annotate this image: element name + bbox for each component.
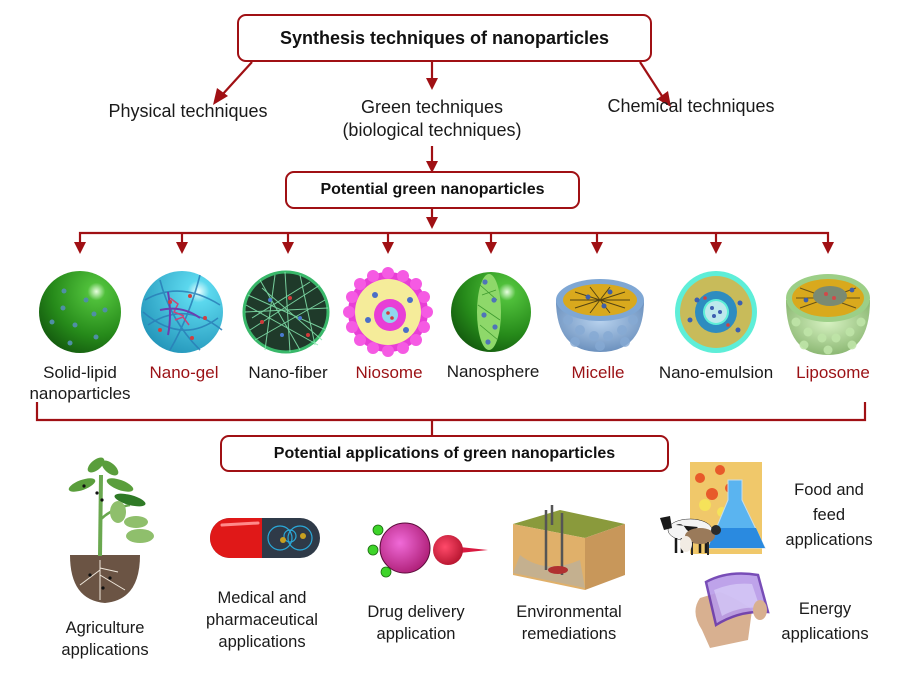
- nano-fiber-icon: [242, 270, 330, 354]
- synthesis-techniques-box: Synthesis techniques of nanoparticles: [237, 14, 652, 62]
- energy-line2: applications: [781, 625, 869, 643]
- green-techniques-line2: (biological techniques): [342, 120, 522, 140]
- energy-applications-label: Energy applications: [766, 597, 884, 647]
- environmental-line1: Environmental: [516, 603, 622, 621]
- sheep-icon: [685, 525, 721, 555]
- micelle-icon: [556, 279, 644, 352]
- synthesis-techniques-title: Synthesis techniques of nanoparticles: [279, 27, 610, 48]
- food-livestock-icon: [660, 462, 766, 555]
- niosome-icon: [343, 267, 433, 357]
- nano-emulsion-label: Nano-emulsion: [658, 363, 774, 382]
- nanosphere-label: Nanosphere: [446, 362, 540, 381]
- solid-lipid-nanoparticle-icon: [39, 271, 121, 353]
- food-feed-line1: Food and: [794, 481, 864, 499]
- nano-emulsion-icon: [675, 271, 757, 353]
- nano-fiber-label: Nano-fiber: [248, 363, 328, 382]
- solid-lipid-line1: Solid-lipid: [43, 363, 117, 382]
- green-nanoparticles-title: Potential green nanoparticles: [320, 181, 545, 198]
- arrow-to-chemical: [639, 61, 663, 97]
- food-feed-applications-label: Food and feed applications: [770, 478, 888, 553]
- chemical-techniques-label: Chemical techniques: [607, 96, 775, 116]
- medical-line2: pharmaceutical: [206, 611, 318, 629]
- medical-line3: applications: [218, 633, 306, 651]
- food-feed-line3: applications: [785, 531, 873, 549]
- niosome-label: Niosome: [355, 363, 423, 382]
- nano-gel-icon: [141, 271, 223, 353]
- green-nanoparticles-box: Potential green nanoparticles: [285, 171, 580, 209]
- physical-techniques-label: Physical techniques: [108, 101, 268, 121]
- drug-delivery-line2: application: [376, 625, 456, 643]
- agriculture-applications-label: Agriculture applications: [40, 617, 170, 661]
- solid-lipid-line2: nanoparticles: [29, 384, 131, 403]
- drug-delivery-line1: Drug delivery: [367, 603, 465, 621]
- plant-icon: [68, 457, 154, 603]
- micelle-label: Micelle: [571, 363, 625, 382]
- liposome-icon: [786, 274, 870, 355]
- food-feed-line2: feed: [812, 506, 846, 524]
- applications-title: Potential applications of green nanopart…: [273, 444, 616, 462]
- soil-wells-icon: [513, 505, 625, 590]
- agriculture-line2: applications: [61, 641, 149, 659]
- green-techniques-label: Green techniques (biological techniques): [332, 96, 532, 142]
- nanosphere-icon: [451, 272, 531, 352]
- liposome-label: Liposome: [796, 363, 870, 382]
- environmental-remediations-label: Environmental remediations: [503, 601, 635, 645]
- arrow-to-physical: [221, 61, 253, 96]
- medical-line1: Medical and: [217, 589, 307, 607]
- drug-delivery-label: Drug delivery application: [352, 601, 480, 645]
- capsule-icon: [210, 518, 320, 558]
- drug-carrier-icon: [367, 522, 488, 578]
- distribution-bar: [78, 231, 830, 242]
- nano-gel-label: Nano-gel: [149, 363, 219, 382]
- energy-line1: Energy: [798, 600, 852, 618]
- solid-lipid-nanoparticles-label: Solid-lipid nanoparticles: [20, 362, 140, 404]
- applications-box: Potential applications of green nanopart…: [220, 435, 669, 472]
- agriculture-line1: Agriculture: [65, 619, 145, 637]
- collector-bar: [35, 402, 867, 422]
- environmental-line2: remediations: [521, 625, 617, 643]
- green-techniques-line1: Green techniques: [360, 97, 504, 117]
- flexible-solar-film-icon: [695, 572, 770, 648]
- medical-pharmaceutical-label: Medical and pharmaceutical applications: [197, 587, 327, 653]
